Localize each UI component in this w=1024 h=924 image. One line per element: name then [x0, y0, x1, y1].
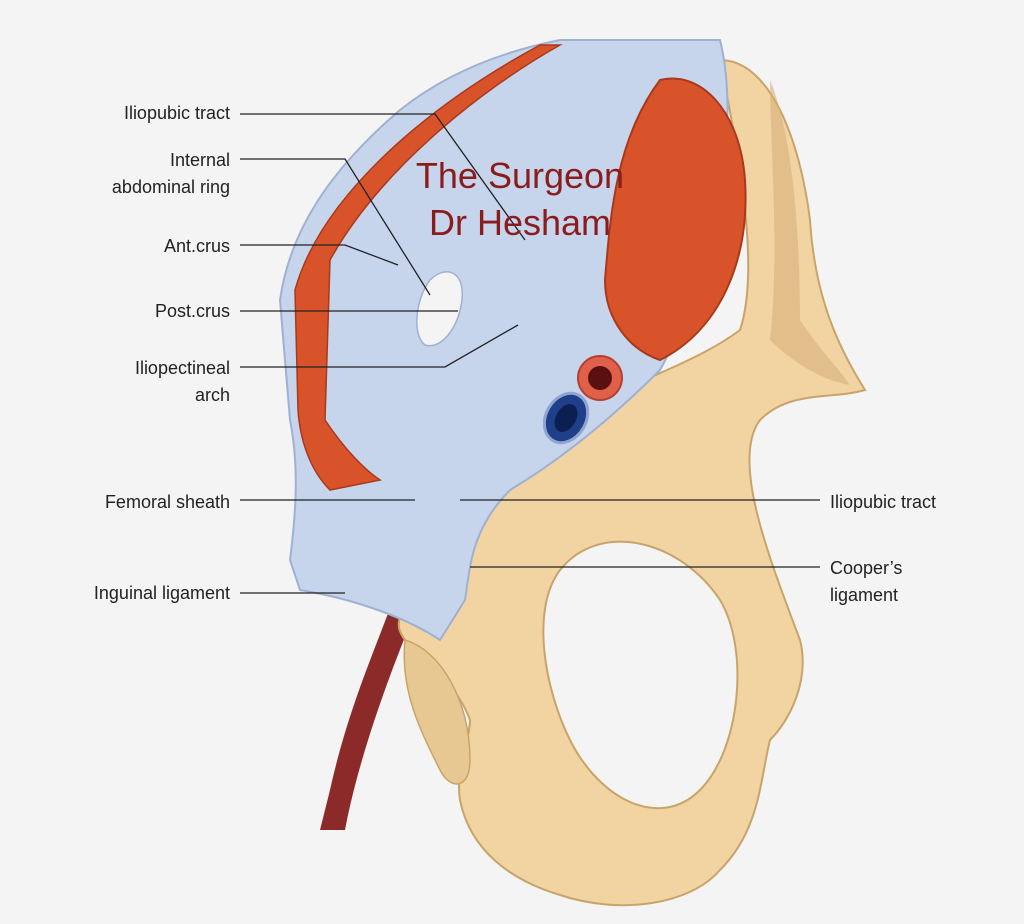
obturator-foramen [542, 540, 739, 810]
label-ant-crus: Ant.crus [163, 236, 230, 256]
label-inguinal-ligament: Inguinal ligament [93, 583, 230, 603]
watermark-line1: The Surgeon [415, 155, 625, 196]
transversus-muscle [294, 44, 563, 491]
label-post-crus: Post.crus [154, 301, 230, 321]
label-line: ligament [830, 585, 899, 605]
label-iliopubic-tract-left: Iliopubic tract [123, 103, 230, 123]
watermark-line2: Dr Hesham [428, 202, 612, 243]
label-line: Internal [169, 150, 230, 170]
internal-ring [416, 271, 463, 347]
label-line: Cooper’s [830, 558, 903, 578]
label-line: Iliopectineal [134, 358, 230, 378]
leader-lines [240, 113, 820, 594]
label-femoral-sheath: Femoral sheath [104, 492, 230, 512]
ischium [403, 639, 471, 785]
label-internal-abdominal-ring: Internal abdominal ring [112, 147, 230, 201]
label-iliopectineal-arch: Iliopectineal arch [135, 355, 230, 409]
iliopsoas-muscle [603, 77, 747, 362]
label-coopers-ligament: Cooper’s ligament [830, 555, 902, 609]
label-iliopubic-tract-right: Iliopubic tract [830, 492, 937, 512]
femoral-vessel-leg [320, 580, 420, 830]
watermark: The Surgeon Dr Hesham [380, 152, 660, 246]
label-line: arch [194, 385, 230, 405]
label-line: abdominal ring [111, 177, 230, 197]
